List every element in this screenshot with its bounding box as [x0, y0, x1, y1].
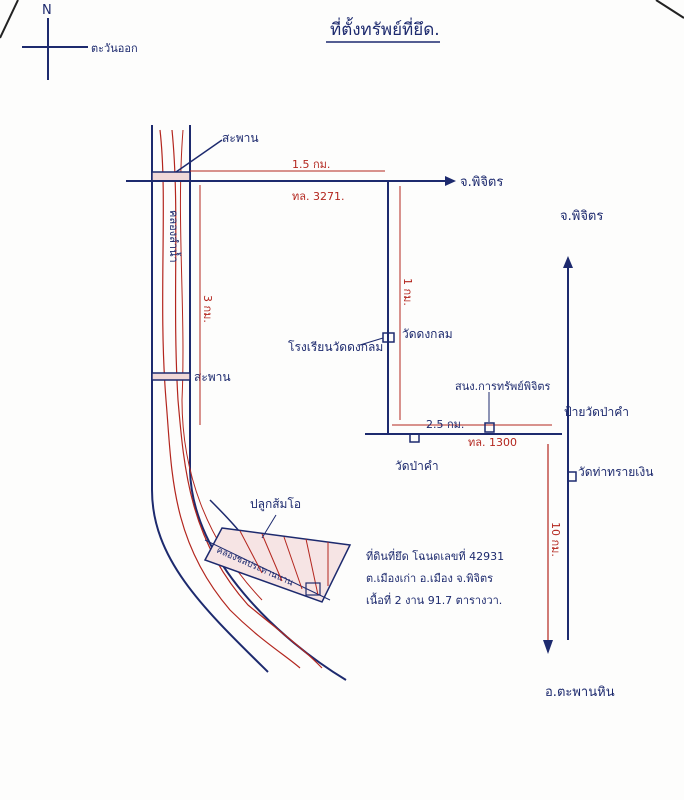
corner-fold-right: [655, 0, 684, 19]
school-label: โรงเรียนวัดดงกลม: [288, 340, 383, 354]
house-marker: [305, 582, 321, 596]
office-label: สนง.การทรัพย์พิจิตร: [455, 380, 551, 393]
river-label: คลองลำน้ำ: [167, 210, 182, 263]
bridge-mid-label: สะพาน: [194, 370, 231, 384]
dist-top-label: 1.5 กม.: [292, 158, 330, 171]
river-bank-right: [189, 125, 347, 681]
dist-bottom-label: 2.5 กม.: [426, 418, 464, 431]
river-flow-line-1: [159, 129, 301, 669]
dist-left-vert-label: 3 กม.: [201, 295, 214, 323]
to-phichit-top-label: จ.พิจิตร: [460, 175, 503, 190]
dist-right-vert-label: 10 กม.: [549, 522, 562, 557]
to-taphan-label: อ.ตะพานหิน: [545, 685, 615, 700]
arrow-down-icon: [543, 640, 553, 654]
arrow-up-icon: [563, 256, 573, 268]
temple-dongklom-marker: [382, 332, 395, 343]
temple-pakham-marker: [409, 433, 420, 443]
dist-mid-vert-label: 1 กม.: [401, 278, 414, 306]
road-top-label: ทล. 3271.: [292, 190, 344, 203]
arrow-right-icon: [445, 176, 456, 186]
corner-fold-left: [0, 0, 19, 39]
office-marker: [484, 422, 495, 433]
bridge-top-marker: [151, 171, 191, 182]
compass-icon: [22, 18, 88, 80]
temple-dongklom-label: วัดดงกลม: [402, 327, 453, 341]
compass-east-label: ตะวันออก: [91, 42, 138, 55]
bridge-mid-marker: [151, 372, 191, 381]
property-desc-line-2: ต.เมืองเก่า อ.เมือง จ.พิจิตร: [366, 572, 493, 585]
road-bottom-label: ทล. 1300: [468, 436, 517, 449]
compass-north-label: N: [42, 3, 52, 18]
to-phichit-right-label: จ.พิจิตร: [560, 209, 603, 224]
canal-border-line: [204, 539, 331, 601]
bridge-top-label: สะพาน: [222, 131, 259, 145]
temple-right-label: วัดท่าทรายเงิน: [578, 465, 653, 479]
sign-pakho-label: ป้ายวัดป่าคำ: [564, 405, 629, 419]
bridge-top-pointer: [175, 139, 223, 173]
map-title: ที่ตั้งทรัพย์ที่ยึด.: [330, 17, 440, 40]
river-flow-line-2: [171, 129, 323, 669]
property-desc-line-3: เนื้อที่ 2 งาน 91.7 ตารางวา.: [366, 592, 502, 607]
temple-right-marker: [567, 471, 577, 482]
river-bank-left: [151, 125, 269, 673]
school-pointer: [359, 337, 384, 346]
fruit-label: ปลูกส้มโอ: [250, 497, 301, 512]
parcel-hatching: [239, 530, 329, 596]
temple-pakham-label: วัดป่าคำ: [395, 459, 439, 473]
property-desc-line-1: ที่ดินที่ยึด โฉนดเลขที่ 42931: [366, 548, 504, 563]
fruit-pointer: [261, 514, 277, 539]
